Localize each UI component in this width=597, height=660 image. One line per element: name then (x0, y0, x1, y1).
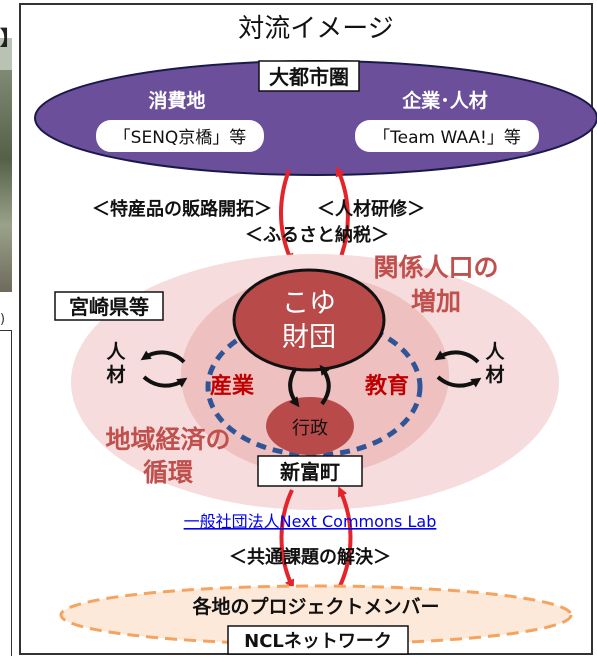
town-label: 新富町 (280, 460, 340, 484)
metro-label-box (258, 60, 360, 92)
bracket-glyph: 】 (0, 26, 20, 50)
town-label-box (257, 455, 363, 487)
members-text: 各地のプロジェクトメンバー (191, 595, 439, 618)
human-right-arrow-top (434, 350, 480, 364)
koyu-foundation-node (232, 268, 386, 372)
arrow-down-lower (279, 489, 295, 590)
koyu-line-1: こゆ (282, 288, 336, 319)
tax-line: ＜ふるさと納税＞ (245, 224, 389, 246)
diagram-title: 対流イメージ (238, 14, 393, 44)
gov-label: 行政 (292, 418, 328, 439)
human-left-arrow-bottom (142, 375, 188, 388)
human-left-arrow-top (140, 350, 186, 364)
arrow-down-upper (279, 169, 294, 264)
arrow-up-lower (338, 486, 353, 587)
network-label-box (227, 625, 409, 655)
education-label: 教育 (365, 373, 409, 399)
pref-label: 宮崎県等 (69, 295, 149, 319)
human-left-c1: 人 (106, 341, 126, 363)
economy-text-2: 循環 (143, 458, 194, 487)
training-line: ＜人材研修＞ (317, 198, 425, 220)
paren-glyph: ) (0, 312, 6, 327)
cycle-arrow-up (319, 364, 331, 406)
teamwaa-pill (355, 120, 539, 152)
koyu-line-2: 財団 (282, 322, 336, 353)
relation-text-2: 増加 (411, 287, 461, 316)
left-photo-strip (0, 70, 12, 292)
sales-line: ＜特産品の販路開拓＞ (92, 198, 272, 220)
industry-label: 産業 (210, 373, 255, 399)
economy-text-1: 地域経済の (105, 425, 230, 454)
relation-text-1: 関係人口の (373, 253, 498, 282)
teamwaa-pill-text: 「Team WAA!」等 (373, 128, 521, 148)
gov-node (266, 397, 354, 455)
human-right-c2: 材 (485, 363, 504, 386)
consumer-heading: 消費地 (148, 89, 205, 112)
cycle-arrow-down (288, 366, 300, 408)
human-left-c2: 材 (106, 363, 125, 386)
pref-label-box (54, 291, 164, 321)
human-right-c1: 人 (485, 341, 505, 363)
network-ellipse (59, 584, 573, 646)
common-issues-line: ＜共通課題の解決＞ (229, 546, 391, 568)
left-box-border (0, 330, 12, 656)
company-heading: 企業･人材 (401, 89, 488, 112)
human-right-arrow-bottom (436, 375, 482, 388)
senq-pill (96, 120, 264, 152)
arrow-up-upper (335, 166, 350, 263)
ncl-org-link: 一般社団法人Next Commons Lab (184, 512, 437, 531)
network-label: NCLネットワーク (244, 631, 392, 652)
senq-pill-text: 「SENQ京橋」等 (114, 128, 247, 148)
left-photo-top (0, 38, 12, 70)
metro-label: 大都市圏 (269, 65, 349, 89)
